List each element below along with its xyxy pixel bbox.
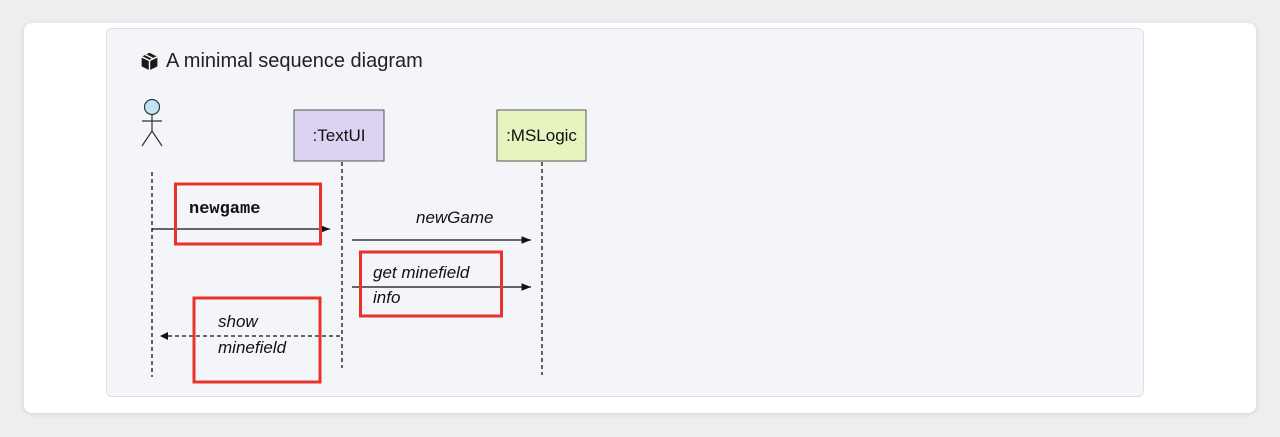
message-newGame-call: newGame <box>352 208 531 244</box>
box-icon <box>141 52 158 70</box>
message-show-minefield-label-line2: minefield <box>218 338 287 357</box>
highlight-box-show-minefield <box>192 296 322 384</box>
participant-mslogic-label: :MSLogic <box>506 126 577 145</box>
participant-textui-label: :TextUI <box>313 126 366 145</box>
message-show-minefield: show minefield <box>160 312 340 357</box>
message-show-minefield-label-line1: show <box>218 312 259 331</box>
section-heading: A minimal sequence diagram <box>139 48 423 74</box>
message-newgame-label: newgame <box>189 200 260 219</box>
message-get-minefield-label-line1: get minefield <box>373 263 470 282</box>
participant-textui: :TextUI <box>293 109 385 162</box>
message-newGame-label: newGame <box>416 208 493 227</box>
message-get-minefield-info: get minefield info <box>352 263 531 307</box>
message-get-minefield-label-line2: info <box>373 288 400 307</box>
highlight-box-newgame <box>174 182 322 246</box>
actor-stick-figure-icon <box>141 98 163 147</box>
diagram-panel <box>106 28 1144 397</box>
heading-title: A minimal sequence diagram <box>166 49 423 72</box>
participant-mslogic: :MSLogic <box>496 109 587 162</box>
highlight-box-get-minefield <box>359 250 503 318</box>
message-newgame: newgame <box>152 200 330 234</box>
